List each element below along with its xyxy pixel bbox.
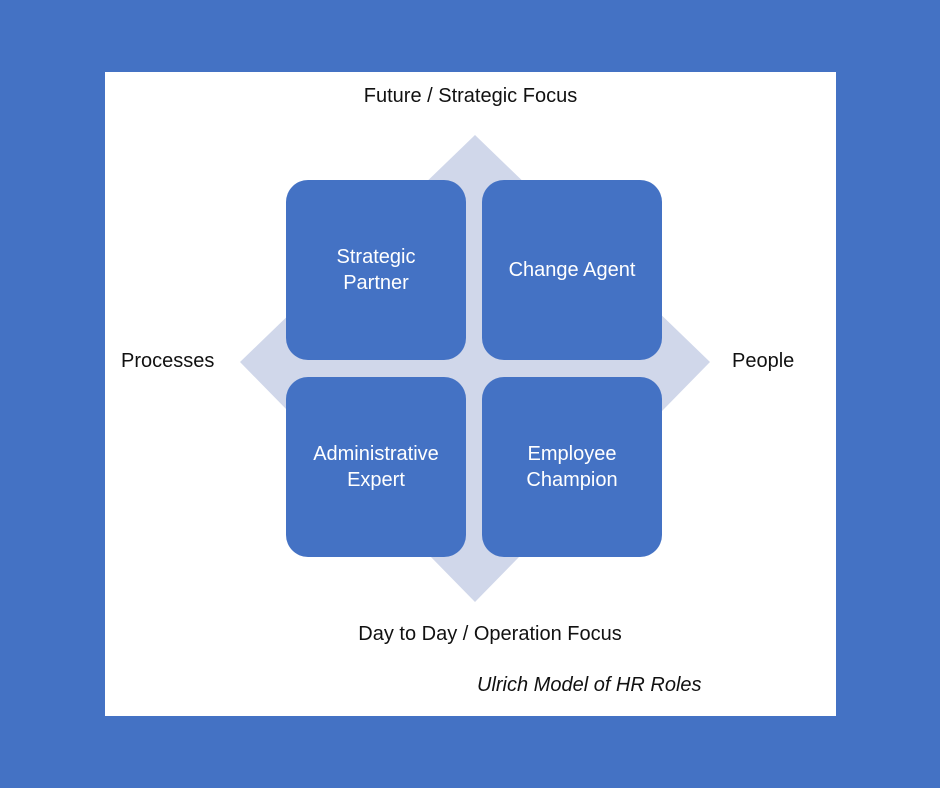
quadrant-label-line: Administrative: [313, 443, 439, 465]
quadrant-change-agent: Change Agent: [482, 180, 662, 360]
axis-label-bottom: Day to Day / Operation Focus: [358, 623, 622, 645]
figure-caption: Ulrich Model of HR Roles: [477, 674, 702, 696]
quadrant-label-line: Expert: [347, 469, 405, 491]
quadrant-label-line: Change Agent: [508, 259, 636, 281]
diagram-canvas: Future / Strategic Focus Processes Peopl…: [105, 72, 836, 716]
quadrant-label: Change Agent: [509, 257, 636, 283]
axis-label-top: Future / Strategic Focus: [363, 85, 578, 107]
quadrant-label-line: Partner: [343, 272, 409, 294]
quadrant-label-line: Employee: [527, 443, 617, 465]
axis-label-right: People: [732, 350, 795, 372]
axis-label-left: Processes: [121, 350, 215, 372]
quadrant-label-line: Strategic: [336, 246, 416, 268]
axis-diamond-arrows: [240, 135, 710, 602]
quadrant-label-line: Champion: [526, 469, 618, 491]
